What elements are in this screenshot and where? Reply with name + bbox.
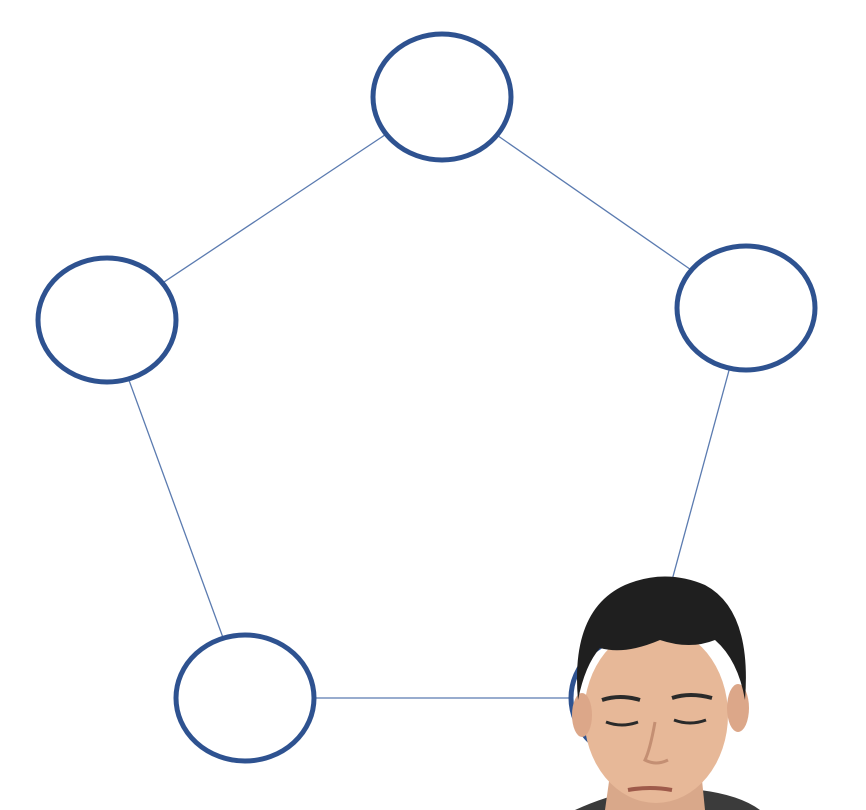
node-top <box>370 31 514 163</box>
node-circle <box>674 243 818 373</box>
node-circle <box>35 255 179 385</box>
node-circle <box>173 632 317 764</box>
node-circle <box>370 31 514 163</box>
node-right <box>674 243 818 373</box>
edge-top-right <box>496 134 692 271</box>
node-bottom-left <box>173 632 317 764</box>
presenter-webcam-icon <box>572 576 760 810</box>
edge-top-left <box>162 133 387 284</box>
edge-left-bottom-left <box>127 378 224 639</box>
node-left <box>35 255 179 385</box>
